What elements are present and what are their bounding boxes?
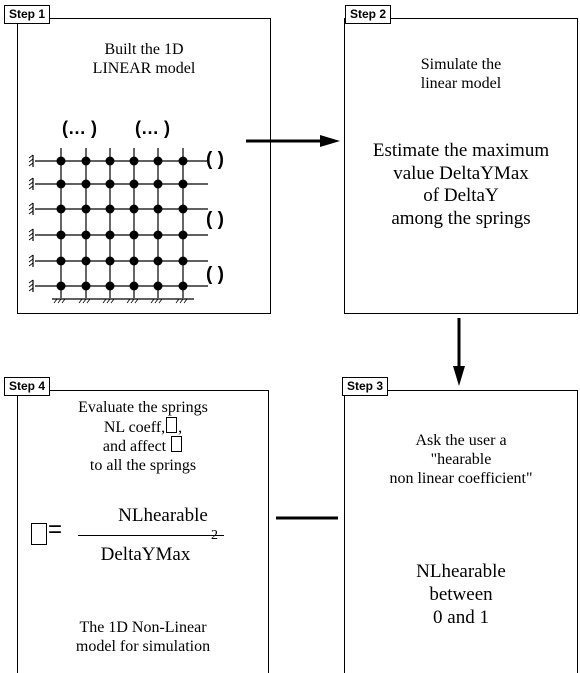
formula: = NLhearable DeltaYMax 2 xyxy=(28,500,258,570)
formula-symbol xyxy=(31,523,47,545)
model-paren-left: (… ) xyxy=(62,118,97,138)
step1-title-line2: LINEAR model xyxy=(92,60,196,77)
step4-footer-1: The 1D Non-Linear xyxy=(79,619,207,636)
mass-dot xyxy=(153,230,163,240)
model-paren-right: (… ) xyxy=(135,118,170,138)
mass-dot xyxy=(129,179,139,189)
mass-dot xyxy=(56,230,66,240)
step4-footer-2: model for simulation xyxy=(75,638,211,655)
step3-detail-3: 0 and 1 xyxy=(433,607,489,628)
formula-exponent: 2 xyxy=(211,528,218,543)
step3-line3: non linear coefficient" xyxy=(389,470,533,487)
mass-dot xyxy=(105,156,115,166)
step3-line2: "hearable xyxy=(430,451,492,468)
mass-dot xyxy=(81,156,91,166)
mass-dot xyxy=(153,281,163,291)
mass-dot xyxy=(56,204,66,214)
formula-equals: = xyxy=(48,516,63,543)
step2-tag: Step 2 xyxy=(345,5,392,24)
step2-detail-2: value DeltaYMax xyxy=(393,163,529,184)
mass-dot xyxy=(178,256,188,266)
mass-dot xyxy=(56,179,66,189)
mass-dot xyxy=(81,179,91,189)
step2-detail-1: Estimate the maximum xyxy=(372,140,550,161)
mass-dot xyxy=(178,230,188,240)
model-bracket-3: ( ) xyxy=(206,264,224,285)
step3-tag: Step 3 xyxy=(342,377,389,396)
step4-line1: Evaluate the springs xyxy=(78,399,208,416)
mass-dot xyxy=(105,204,115,214)
mass-dot xyxy=(178,156,188,166)
formula-numerator: NLhearable xyxy=(118,505,208,526)
model-bracket-2: ( ) xyxy=(206,209,224,230)
mass-dot xyxy=(81,256,91,266)
step2-line2: linear model xyxy=(420,75,502,92)
mass-dot xyxy=(153,204,163,214)
mass-dot xyxy=(129,204,139,214)
mass-dot xyxy=(178,204,188,214)
mass-dot xyxy=(178,179,188,189)
step4-line3: and affect xyxy=(17,436,269,456)
formula-denominator: DeltaYMax xyxy=(100,544,191,565)
mass-dot xyxy=(81,204,91,214)
formula-fraction-bar xyxy=(78,535,224,536)
mass-dot xyxy=(153,179,163,189)
step2-box xyxy=(344,18,578,314)
mass-dot xyxy=(56,281,66,291)
step3-box xyxy=(344,390,578,673)
mass-dot xyxy=(56,256,66,266)
step3-detail-1: NLhearable xyxy=(416,561,506,582)
step3-line1: Ask the user a xyxy=(415,432,507,449)
mass-dot xyxy=(105,230,115,240)
nl-coeff-symbol-2 xyxy=(171,436,183,452)
step1-tag: Step 1 xyxy=(4,5,51,24)
mass-dot xyxy=(153,256,163,266)
mass-dot xyxy=(81,281,91,291)
mass-dot xyxy=(81,230,91,240)
mass-dot xyxy=(178,281,188,291)
mass-dot xyxy=(129,256,139,266)
step4-line4: to all the springs xyxy=(89,457,197,474)
step4-line2-text: NL coeff, xyxy=(103,419,166,436)
step2-detail-4: among the springs xyxy=(391,208,531,229)
step4-line3-text: and affect xyxy=(102,438,167,455)
mass-dot xyxy=(129,281,139,291)
step4-line2: NL coeff,, xyxy=(103,417,183,436)
nl-coeff-symbol xyxy=(166,417,178,433)
mass-dot xyxy=(105,179,115,189)
mass-dot xyxy=(129,156,139,166)
step4-box xyxy=(17,390,269,673)
step2-line1: Simulate the xyxy=(420,56,502,73)
mass-dot xyxy=(105,281,115,291)
mass-dot xyxy=(129,230,139,240)
mass-dot xyxy=(153,156,163,166)
step2-detail-3: of DeltaY xyxy=(423,185,499,206)
mass-dot xyxy=(56,156,66,166)
step4-tag: Step 4 xyxy=(4,377,51,396)
model-bracket-1: ( ) xyxy=(206,149,224,170)
mass-dot xyxy=(105,256,115,266)
step3-detail-2: between xyxy=(429,584,493,605)
step1-title-line1: Built the 1D xyxy=(104,41,184,58)
